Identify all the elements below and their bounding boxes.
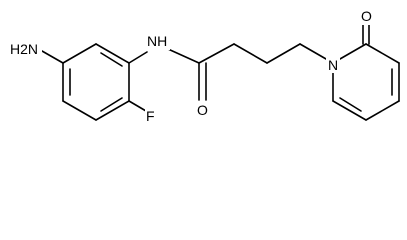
ring-bond: [95, 43, 130, 64]
amide-n-bond: [128, 51, 148, 64]
ring-bond: [62, 43, 97, 64]
fluorine-bond: [128, 100, 147, 112]
chain-bond: [266, 43, 301, 64]
amide-nh-label: NH: [147, 33, 167, 49]
fluoroaniline-ring: [62, 43, 130, 121]
amide-o-label-bg: [195, 101, 209, 119]
amine-label-bg: [8, 40, 42, 58]
chemical-structure-diagram: H2N NH O F N O: [8, 7, 400, 125]
nh-carbonyl-bond: [167, 48, 200, 64]
fluorine-label: F: [146, 108, 155, 124]
structure-canvas: H2N NH O F N O: [8, 7, 400, 125]
ring-n-label: N: [328, 57, 338, 73]
amine-label: H2N: [10, 41, 38, 57]
aromatic-double-bond: [100, 52, 123, 67]
ring-bond: [365, 100, 400, 121]
ring-bond: [332, 100, 367, 121]
chain-bond: [198, 43, 235, 64]
aromatic-double-bond: [100, 97, 123, 112]
ring-n-label-bg: [326, 57, 340, 73]
pyridone-ring: [332, 43, 400, 121]
ring-bond: [365, 43, 400, 64]
ring-double-bond: [339, 97, 362, 112]
pyridone-o-label-bg: [360, 7, 374, 25]
pyridone-o-label: O: [361, 8, 372, 24]
amide-nh-label-bg: [146, 32, 170, 50]
amide-o-label: O: [197, 102, 208, 118]
fluorine-label-bg: [145, 107, 157, 125]
chain-bond: [233, 43, 268, 64]
amine-bond: [41, 50, 64, 64]
ring-bond: [95, 100, 130, 121]
ring-bond: [62, 100, 97, 121]
